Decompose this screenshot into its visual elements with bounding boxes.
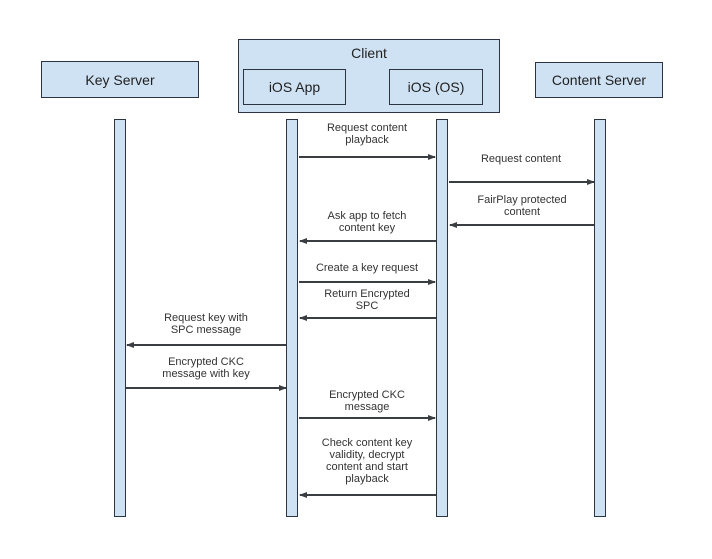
message-arrow-left-icon	[299, 491, 436, 498]
actor-ios-app: iOS App	[243, 69, 346, 105]
message-label: FairPlay protected content	[477, 194, 567, 218]
actor-ios-os: iOS (OS)	[389, 69, 483, 105]
message-label: Request key with SPC message	[164, 312, 248, 336]
message-arrow-right-icon	[299, 278, 436, 285]
message-label: Return Encrypted SPC	[324, 288, 410, 312]
message-arrow-left-icon	[299, 237, 436, 244]
message-label: Ask app to fetch content key	[327, 210, 407, 234]
message-arrow-right-icon	[299, 153, 436, 160]
actor-key-server-label: Key Server	[85, 71, 155, 88]
actor-ios-app-label: iOS App	[268, 79, 321, 95]
lifeline-key-server	[114, 119, 126, 517]
message-arrow-left-icon	[299, 314, 436, 321]
message-arrow-right-icon	[299, 414, 436, 421]
lifeline-ios-app	[286, 119, 298, 517]
message-arrow-left-icon	[449, 221, 594, 228]
message-label: Create a key request	[315, 262, 419, 274]
actor-client-label: Client	[351, 45, 387, 61]
message-arrow-right-icon	[126, 384, 287, 391]
message-arrow-right-icon	[449, 178, 595, 185]
lifeline-content-server	[594, 119, 606, 517]
message-label: Check content key validity, decrypt cont…	[321, 437, 413, 485]
actor-client: Client iOS App iOS (OS)	[238, 39, 500, 113]
message-arrow-left-icon	[126, 341, 286, 348]
actor-content-server: Content Server	[535, 62, 663, 98]
message-label: Encrypted CKC message with key	[162, 356, 250, 380]
message-label: Request content playback	[326, 122, 408, 146]
message-label: Encrypted CKC message	[329, 389, 405, 413]
actor-content-server-label: Content Server	[551, 72, 647, 88]
actor-key-server: Key Server	[41, 61, 199, 98]
lifeline-ios-os	[436, 119, 448, 517]
message-label: Request content	[480, 153, 562, 165]
actor-ios-os-label: iOS (OS)	[407, 79, 465, 95]
